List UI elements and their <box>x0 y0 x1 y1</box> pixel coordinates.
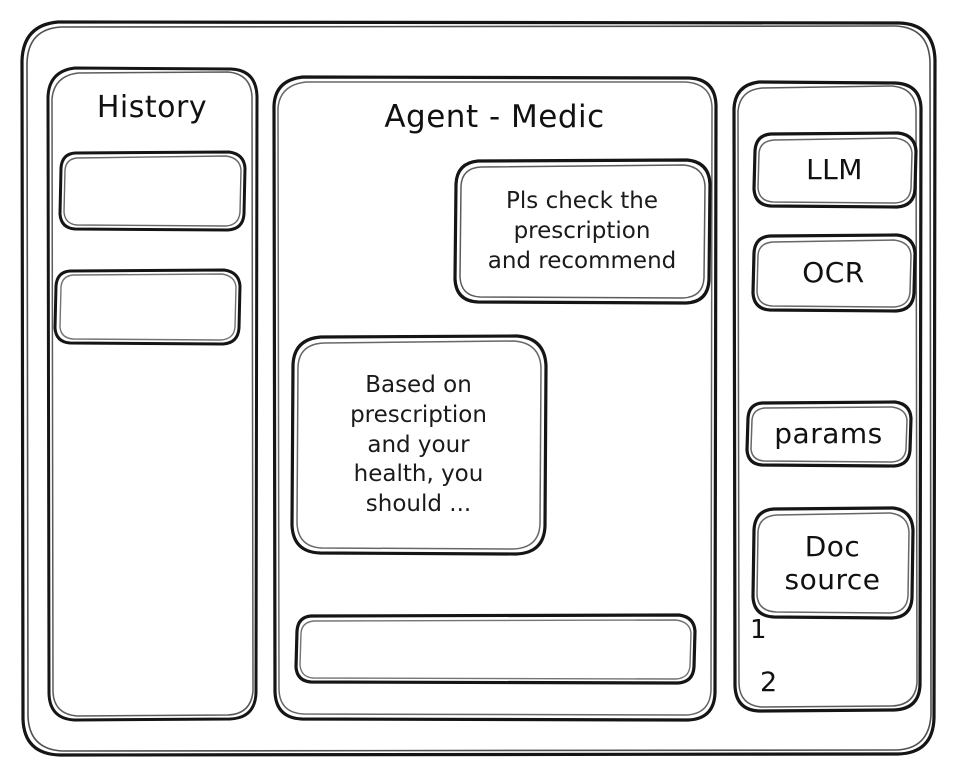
history-item[interactable] <box>57 150 247 232</box>
user-message-line: Pls check the <box>506 188 658 215</box>
tool-button-ocr[interactable]: OCR <box>750 233 917 313</box>
assistant-message-line: Based on <box>365 371 472 398</box>
tool-button-label: LLM <box>806 153 863 187</box>
history-title: History <box>96 90 208 125</box>
tool-button-llm[interactable]: LLM <box>751 131 918 209</box>
tool-button-label: Doc source <box>784 529 881 596</box>
assistant-message-line: and your <box>367 431 470 458</box>
tool-button-params[interactable]: params <box>744 400 913 468</box>
user-message-bubble: Pls check the prescription and recommend <box>452 158 712 306</box>
tool-button-doc-source[interactable]: Doc source <box>750 506 915 620</box>
message-input[interactable] <box>293 613 697 685</box>
user-message-text: Pls check the prescription and recommend <box>458 158 706 306</box>
history-item[interactable] <box>52 268 242 346</box>
user-message-line: and recommend <box>487 247 677 274</box>
assistant-message-bubble: Based on prescription and your health, y… <box>289 334 548 557</box>
assistant-message-text: Based on prescription and your health, y… <box>295 334 542 557</box>
doc-source-item[interactable]: 1 <box>750 615 768 645</box>
tool-button-label: OCR <box>802 256 865 290</box>
tool-button-label: params <box>774 417 883 451</box>
user-message-line: prescription <box>513 218 651 245</box>
assistant-message-line: health, you <box>353 461 484 488</box>
assistant-message-line: prescription <box>350 401 487 428</box>
agent-title: Agent - Medic <box>384 99 605 135</box>
doc-source-item[interactable]: 2 <box>760 667 778 698</box>
assistant-message-line: should ... <box>365 491 472 518</box>
